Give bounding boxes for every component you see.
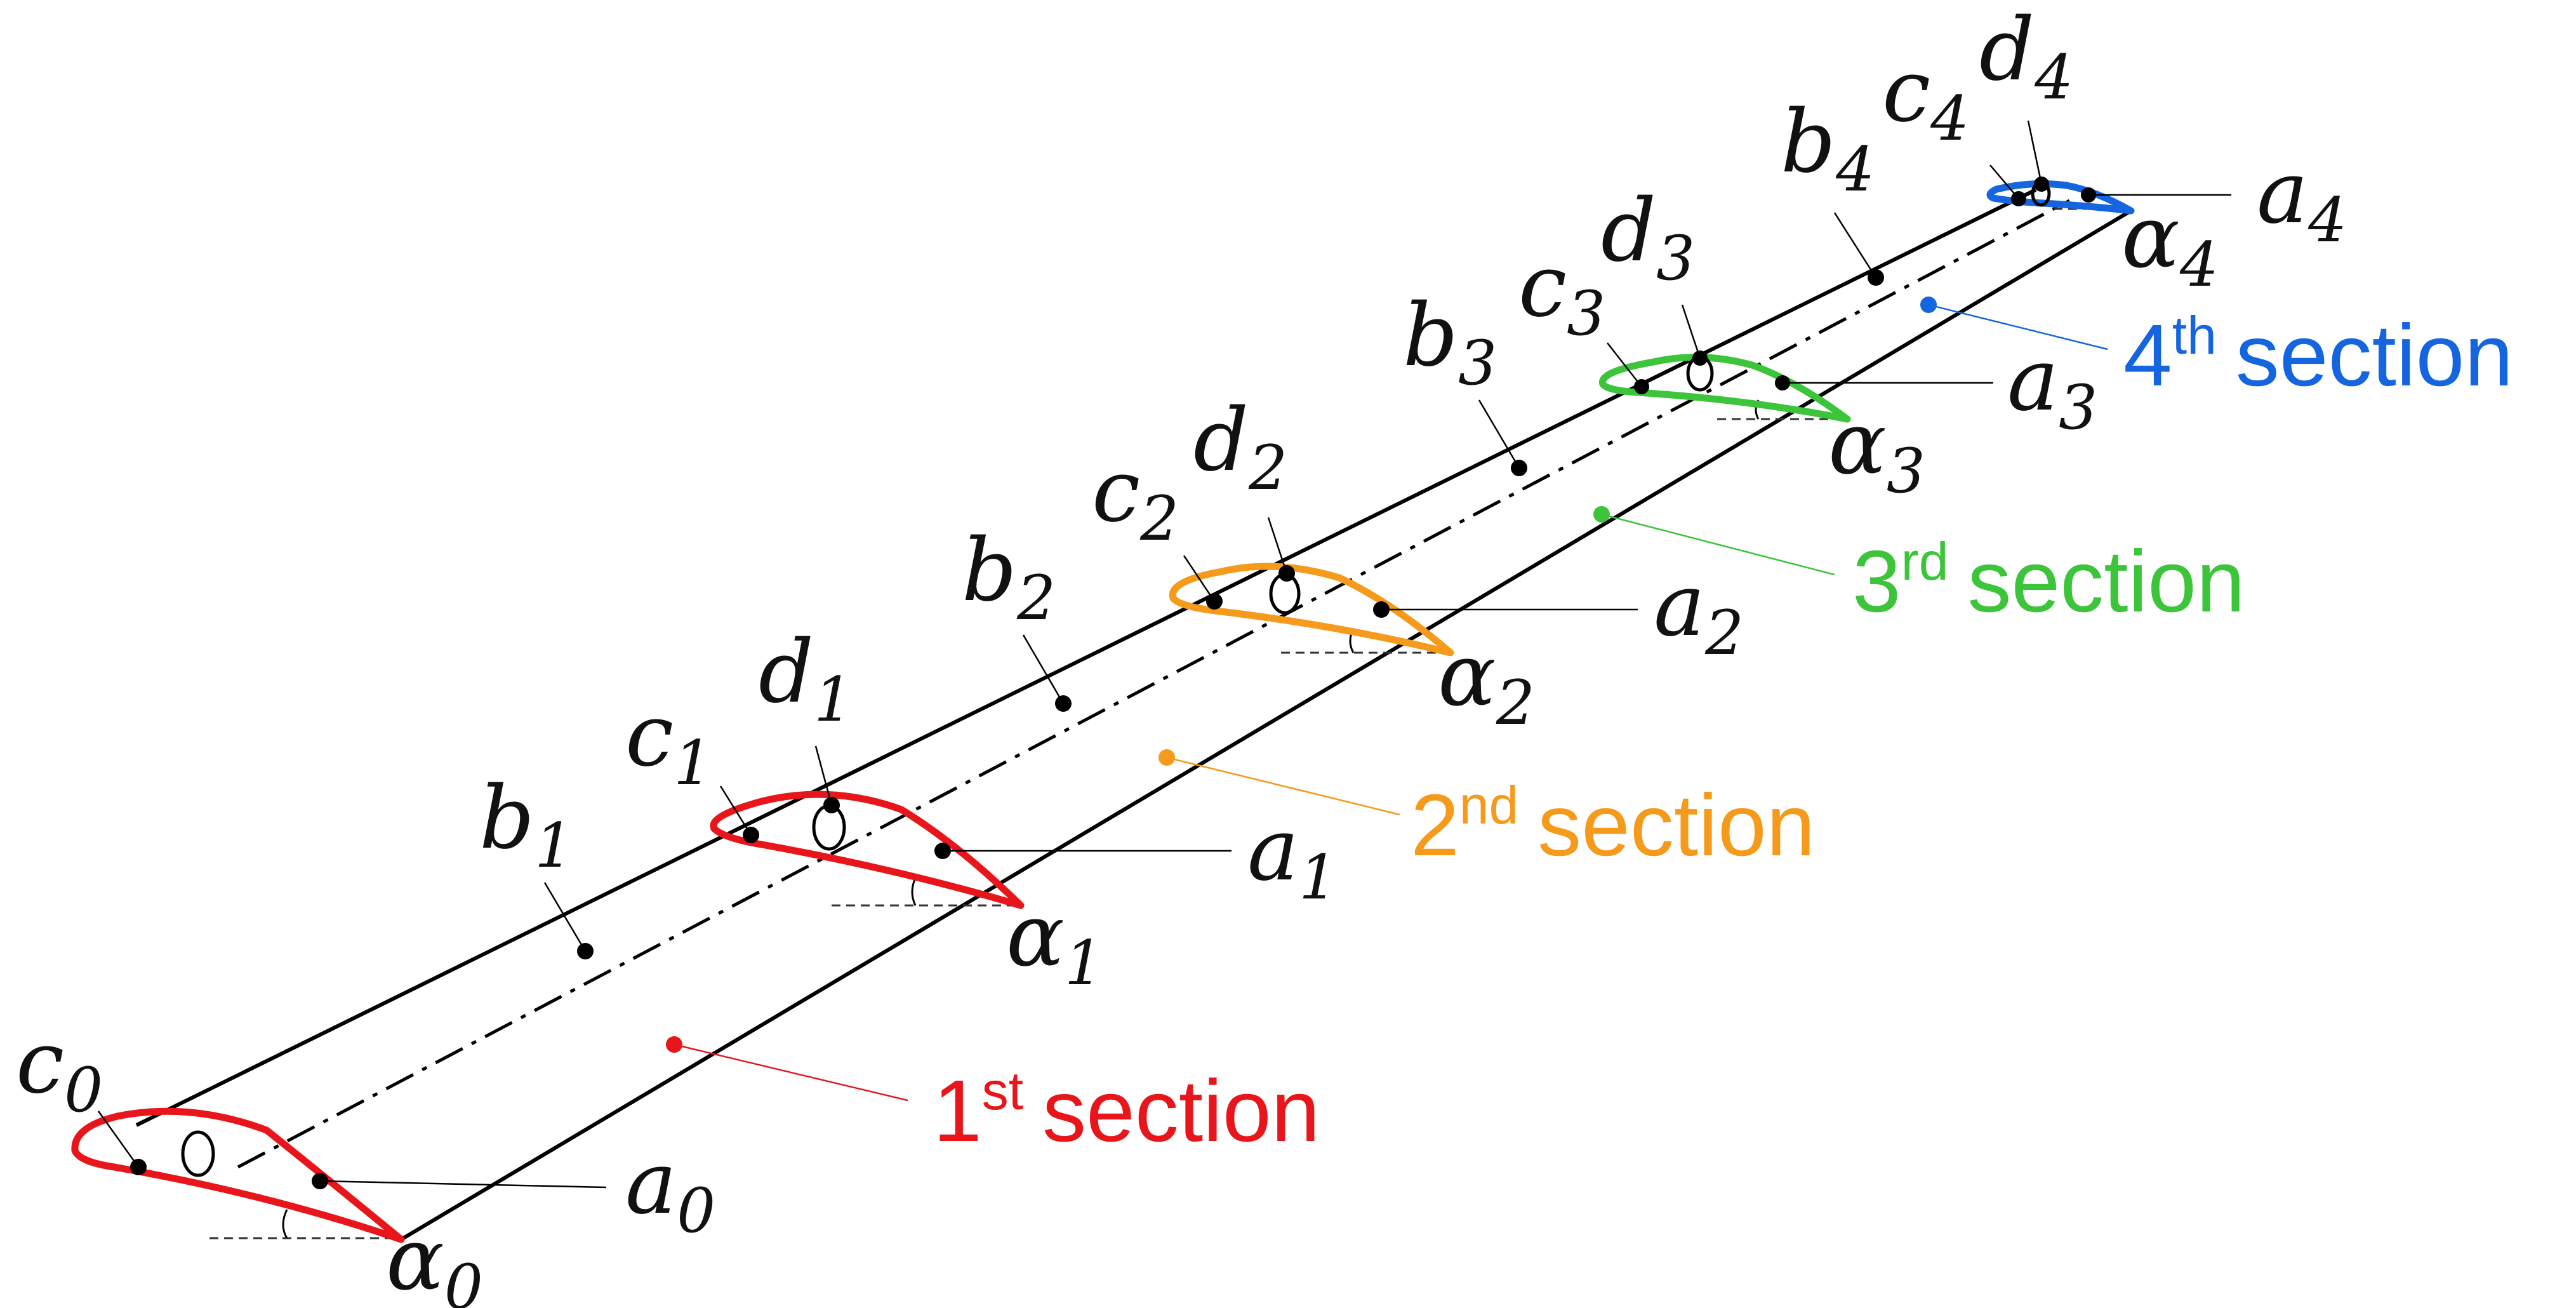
leader-d1 (814, 745, 833, 806)
section-leader-1 (674, 1043, 908, 1102)
section-leader-3 (1601, 513, 1835, 576)
leader-d3 (1681, 304, 1701, 359)
label-d2: d2 (1193, 390, 1287, 504)
leader-d4 (2027, 120, 2043, 185)
label-c4: c4 (1882, 41, 1969, 154)
airfoil-0 (71, 1107, 607, 1243)
leader-a0 (319, 1180, 607, 1189)
airfoil-profile-4 (1986, 180, 2135, 215)
label-c0: c0 (16, 1013, 103, 1126)
label-c2: c2 (1092, 441, 1179, 554)
label-c3: c3 (1518, 236, 1605, 349)
label-b1: b1 (479, 768, 573, 881)
label-a4: a4 (2257, 143, 2347, 256)
label-alpha2: α2 (1438, 625, 1535, 738)
leader-b4 (1833, 212, 1877, 278)
twist-angle-arc-0 (282, 1209, 288, 1239)
label-a2: a2 (1654, 556, 1744, 669)
spar-hole-0 (181, 1130, 215, 1177)
label-a0: a0 (625, 1133, 715, 1246)
label-alpha4: α4 (2121, 187, 2219, 300)
leader-c4 (1989, 164, 2019, 199)
airfoil-3 (1599, 304, 1993, 423)
label-d4: d4 (1979, 0, 2073, 113)
label-a3: a3 (2007, 330, 2097, 443)
airfoil-profile-0 (71, 1107, 405, 1243)
airfoil-4 (1986, 120, 2231, 215)
leading-edge-line (135, 188, 2037, 1127)
section-leader-4 (1928, 304, 2108, 350)
airfoil-2 (1169, 517, 1638, 657)
label-b2: b2 (962, 521, 1056, 634)
airfoil-profile-1 (710, 791, 1025, 909)
label-b4: b4 (1781, 92, 1875, 205)
airfoil-profile-2 (1169, 563, 1454, 657)
section-leader-2 (1166, 756, 1400, 816)
leader-b1 (543, 882, 587, 952)
leader-c3 (1607, 342, 1642, 387)
label-alpha1: α1 (1006, 886, 1103, 999)
leader-b3 (1478, 399, 1520, 469)
label-d1: d1 (759, 622, 853, 735)
leader-d2 (1267, 517, 1288, 574)
label-alpha3: α3 (1828, 394, 1925, 507)
leader-c0 (97, 1111, 140, 1168)
label-a1: a1 (1247, 800, 1338, 913)
twist-angle-arc-1 (911, 878, 917, 906)
label-c1: c1 (625, 686, 712, 799)
label-alpha0: α0 (386, 1210, 483, 1308)
leader-b2 (1022, 634, 1065, 704)
leader-c1 (719, 785, 752, 836)
leader-c2 (1183, 555, 1216, 602)
label-d3: d3 (1601, 181, 1695, 294)
span-axis-line (237, 199, 2071, 1169)
airfoil-profile-3 (1599, 354, 1851, 423)
airfoil-1 (710, 745, 1232, 909)
label-b3: b3 (1403, 286, 1497, 399)
